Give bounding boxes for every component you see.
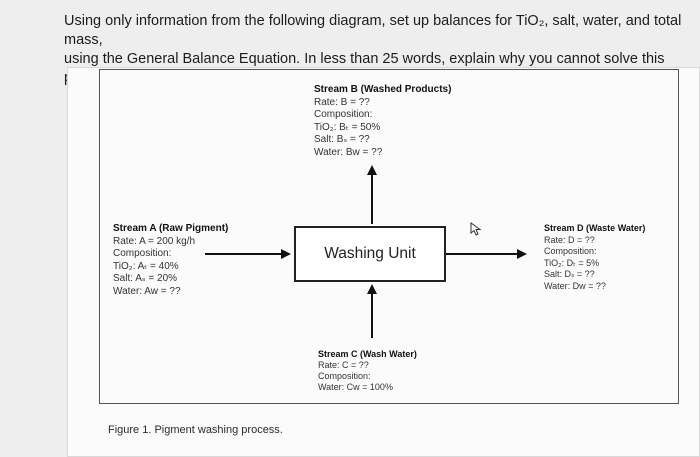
figure-caption: Figure 1. Pigment washing process. [108,424,283,436]
stream-a-title: Stream A (Raw Pigment) [113,223,229,234]
stream-a-block: Stream A (Raw Pigment) Rate: A = 200 kg/… [113,223,228,298]
stream-b-rate: Rate: B = ?? [314,96,370,108]
stream-d-block: Stream D (Waste Water) Rate: D = ?? Comp… [544,223,645,292]
stream-d-composition: Composition: [544,246,597,256]
washing-unit-label: Washing Unit [324,245,416,262]
stream-b-salt: Salt: Bₛ = ?? [314,134,370,145]
stream-c-composition: Composition: [318,371,371,381]
question-line-1: Using only information from the followin… [64,13,682,48]
stream-c-water: Water: Cw = 100% [318,382,393,392]
diagram-frame [99,69,679,404]
stream-d-water: Water: Dw = ?? [544,280,606,291]
stream-c-title: Stream C (Wash Water) [318,349,417,359]
stream-b-block: Stream B (Washed Products) Rate: B = ?? … [314,84,451,159]
stream-b-tio2: TiO₂: Bₜ = 50% [314,121,381,133]
stream-a-composition: Composition: [113,248,172,259]
stream-d-rate: Rate: D = ?? [544,234,595,245]
stream-a-tio2: TiO₂: Aₜ = 40% [113,260,179,272]
stream-d-tio2: TiO₂: Dₜ = 5% [544,257,600,268]
stream-b-water: Water: Bw = ?? [314,146,383,158]
stream-d-title: Stream D (Waste Water) [544,223,646,233]
stream-c-rate: Rate: C = ?? [318,360,369,370]
washing-unit-box: Washing Unit [294,226,446,282]
stream-b-composition: Composition: [314,109,373,120]
stream-c-block: Stream C (Wash Water) Rate: C = ?? Compo… [318,349,417,393]
stream-a-water: Water: Aw = ?? [113,285,181,297]
mouse-cursor-icon [470,222,482,236]
stream-b-title: Stream B (Washed Products) [314,84,452,95]
stream-a-rate: Rate: A = 200 kg/h [113,235,196,247]
stream-a-salt: Salt: Aₛ = 20% [113,273,178,284]
stream-d-salt: Salt: Dₛ = ?? [544,269,595,279]
